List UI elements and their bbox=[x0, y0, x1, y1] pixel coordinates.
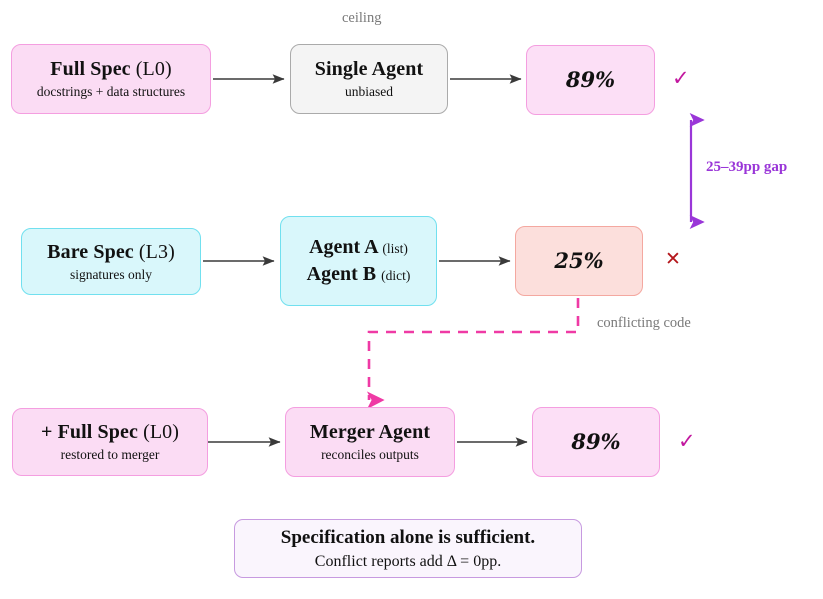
conclusion-detail: Conflict reports add Δ = 0pp. bbox=[314, 552, 502, 570]
node-merger-agent-subtitle: reconciles outputs bbox=[321, 447, 419, 463]
result-row1-metric: 89% bbox=[565, 66, 616, 92]
result-row3[interactable]: 89% bbox=[532, 407, 660, 477]
node-agent-pair[interactable]: Agent A (list) Agent B (dict) bbox=[280, 216, 437, 306]
gap-label: 25–39pp gap bbox=[706, 159, 788, 175]
node-single-agent-title: Single Agent bbox=[314, 58, 424, 81]
node-merger-agent[interactable]: Merger Agent reconciles outputs bbox=[285, 407, 455, 477]
agent-b-line: Agent B (dict) bbox=[306, 263, 411, 285]
node-merger-agent-title: Merger Agent bbox=[309, 421, 431, 444]
ceiling-label: ceiling bbox=[342, 10, 382, 26]
node-plus-full-spec-subtitle: restored to merger bbox=[60, 447, 160, 463]
node-single-agent-subtitle: unbiased bbox=[345, 84, 393, 100]
conclusion-headline: Specification alone is sufficient. bbox=[280, 526, 536, 548]
status-check-row3: ✓ bbox=[678, 429, 696, 453]
status-cross-row2: ✕ bbox=[665, 249, 681, 270]
conclusion-box: Specification alone is sufficient. Confl… bbox=[234, 519, 582, 578]
node-single-agent[interactable]: Single Agent unbiased bbox=[290, 44, 448, 114]
result-row2-metric: 25% bbox=[554, 247, 604, 273]
result-row3-metric: 89% bbox=[571, 428, 621, 454]
node-plus-full-spec[interactable]: + Full Spec (L0) restored to merger bbox=[12, 408, 208, 476]
node-bare-spec-title: Bare Spec (L3) bbox=[47, 240, 175, 263]
node-full-spec-title: Full Spec (L0) bbox=[50, 58, 172, 81]
agent-a-line: Agent A (list) bbox=[309, 236, 408, 258]
node-plus-full-spec-title: + Full Spec (L0) bbox=[41, 421, 179, 444]
node-full-spec-subtitle: docstrings + data structures bbox=[36, 84, 186, 100]
result-row1[interactable]: 89% bbox=[526, 45, 655, 115]
node-full-spec[interactable]: Full Spec (L0) docstrings + data structu… bbox=[11, 44, 211, 114]
result-row2[interactable]: 25% bbox=[515, 226, 643, 296]
node-bare-spec[interactable]: Bare Spec (L3) signatures only bbox=[21, 228, 201, 295]
node-bare-spec-subtitle: signatures only bbox=[69, 266, 153, 282]
conflicting-code-label: conflicting code bbox=[597, 315, 691, 331]
status-check-row1: ✓ bbox=[672, 66, 690, 90]
conflicting-code-path bbox=[366, 298, 580, 410]
